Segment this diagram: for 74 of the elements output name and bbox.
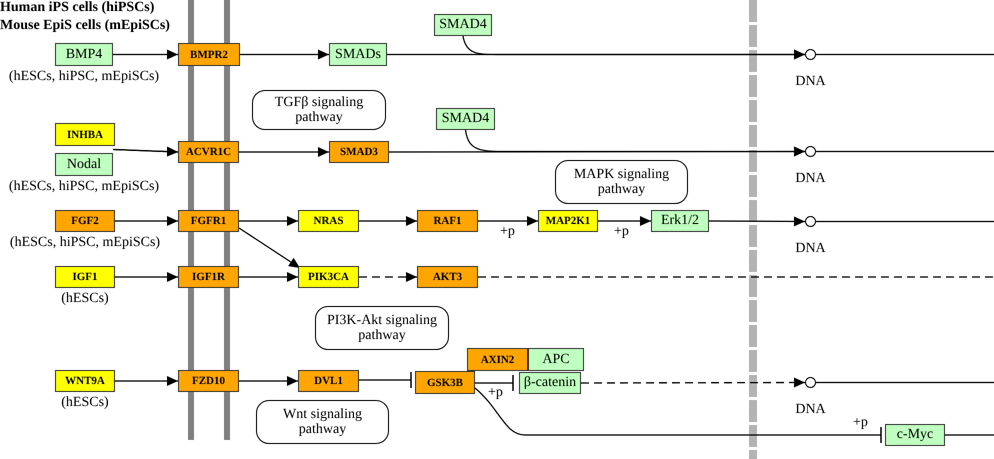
arrow xyxy=(239,216,298,226)
connector-line xyxy=(478,276,994,278)
arrow xyxy=(115,376,178,386)
gene-box: β-catenin xyxy=(519,372,581,394)
connector-line xyxy=(816,382,994,384)
edge-label: +p xyxy=(488,386,503,400)
gene-box: SMAD3 xyxy=(329,141,389,163)
dna-label: DNA xyxy=(795,402,826,418)
arrow xyxy=(581,378,805,388)
connector-line xyxy=(816,54,994,56)
arrow xyxy=(359,216,417,226)
dna-circle xyxy=(805,49,816,60)
gene-box: WNT9A xyxy=(55,370,115,392)
gene-box: FZD10 xyxy=(178,370,239,392)
cell-type-note: (hESCs) xyxy=(61,395,109,411)
gene-box: IGF1R xyxy=(178,266,239,288)
arrow xyxy=(240,50,329,60)
cell-type-note: (hESCs, hiPSC, mEpiSCs) xyxy=(10,235,160,251)
pathway-box: TGFβ signaling pathway xyxy=(252,90,386,130)
dna-label: DNA xyxy=(795,171,826,187)
dna-label: DNA xyxy=(795,74,826,90)
gene-box: RAF1 xyxy=(417,210,478,232)
gene-box: FGF2 xyxy=(55,210,115,232)
arrow xyxy=(238,228,300,268)
gene-box: SMAD4 xyxy=(436,108,495,130)
arrow xyxy=(462,36,805,60)
arrow xyxy=(115,272,178,282)
connector-line xyxy=(816,220,994,222)
gene-box: FGFR1 xyxy=(178,210,239,232)
edge-label: +p xyxy=(614,225,629,239)
arrow xyxy=(239,147,329,157)
gene-box: DVL1 xyxy=(298,370,359,392)
gene-box: AXIN2 xyxy=(467,348,528,371)
gene-box: BMPR2 xyxy=(178,43,240,66)
cell-type-note: (hESCs, hiPSC, mEpiSCs) xyxy=(8,69,160,85)
dna-label: DNA xyxy=(795,241,826,257)
gene-box: GSK3B xyxy=(415,371,475,394)
dna-circle xyxy=(805,216,816,227)
arrow xyxy=(239,376,298,386)
arrow xyxy=(464,130,805,156)
gene-box: NRAS xyxy=(298,210,359,232)
gene-box: ACVR1C xyxy=(178,141,239,163)
cell-type-note: (hESCs, hiPSC, mEpiSCs) xyxy=(8,179,160,195)
gene-box: APC xyxy=(528,348,584,371)
connector-line xyxy=(945,434,994,436)
arrow xyxy=(113,50,178,60)
gene-box: c-Myc xyxy=(885,424,945,446)
arrow xyxy=(598,216,651,226)
arrow xyxy=(478,216,538,226)
gene-box: Nodal xyxy=(55,153,113,176)
gene-box: SMAD4 xyxy=(434,14,492,36)
gene-box: AKT3 xyxy=(417,266,478,288)
edge-label: +p xyxy=(500,225,515,239)
gene-box: BMP4 xyxy=(55,43,113,66)
pathway-box: PI3K-Akt signaling pathway xyxy=(315,306,449,350)
gene-box: IGF1 xyxy=(55,266,115,288)
gene-box: SMADs xyxy=(329,43,387,66)
gene-box: Erk1/2 xyxy=(651,210,709,232)
arrow xyxy=(239,272,298,282)
connector-line xyxy=(816,150,994,152)
edge-label: +p xyxy=(853,416,868,430)
dna-circle xyxy=(805,146,816,157)
gene-box: MAP2K1 xyxy=(538,210,598,232)
arrow xyxy=(359,272,417,282)
dna-circle xyxy=(805,377,816,388)
cell-type-heading: Mouse EpiS cells (mEpiSCs) xyxy=(0,18,170,34)
pathway-box: MAPK signaling pathway xyxy=(555,160,688,204)
pathway-box: Wnt signaling pathway xyxy=(256,400,389,444)
cell-type-heading: Human iPS cells (hiPSCs) xyxy=(0,0,154,16)
arrow xyxy=(709,216,805,226)
arrow xyxy=(115,216,178,226)
cell-type-note: (hESCs) xyxy=(61,291,109,307)
gene-box: INHBA xyxy=(55,123,115,146)
gene-box: PIK3CA xyxy=(298,266,359,288)
